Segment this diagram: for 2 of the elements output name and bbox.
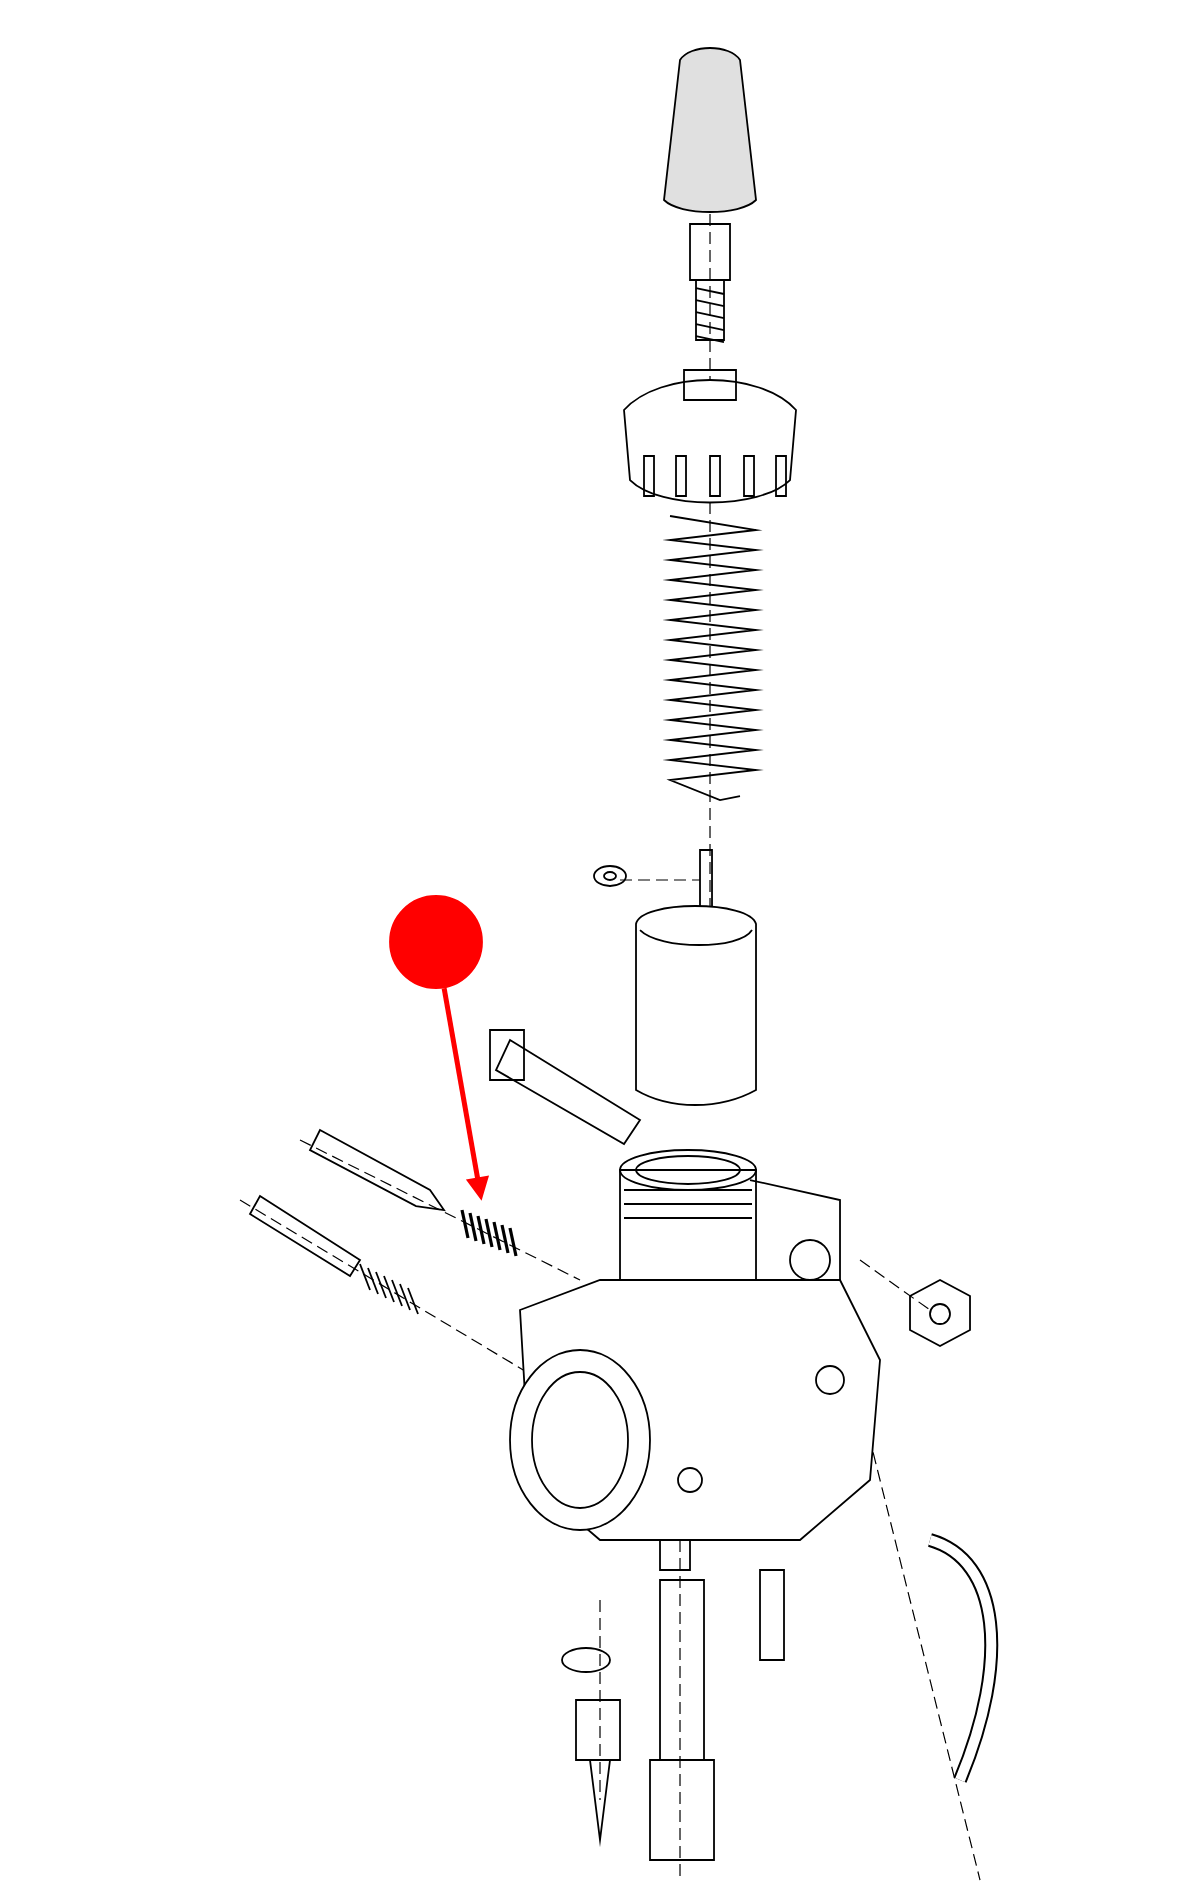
spring-drawing (460, 1209, 518, 1257)
marker-dot (389, 895, 483, 989)
